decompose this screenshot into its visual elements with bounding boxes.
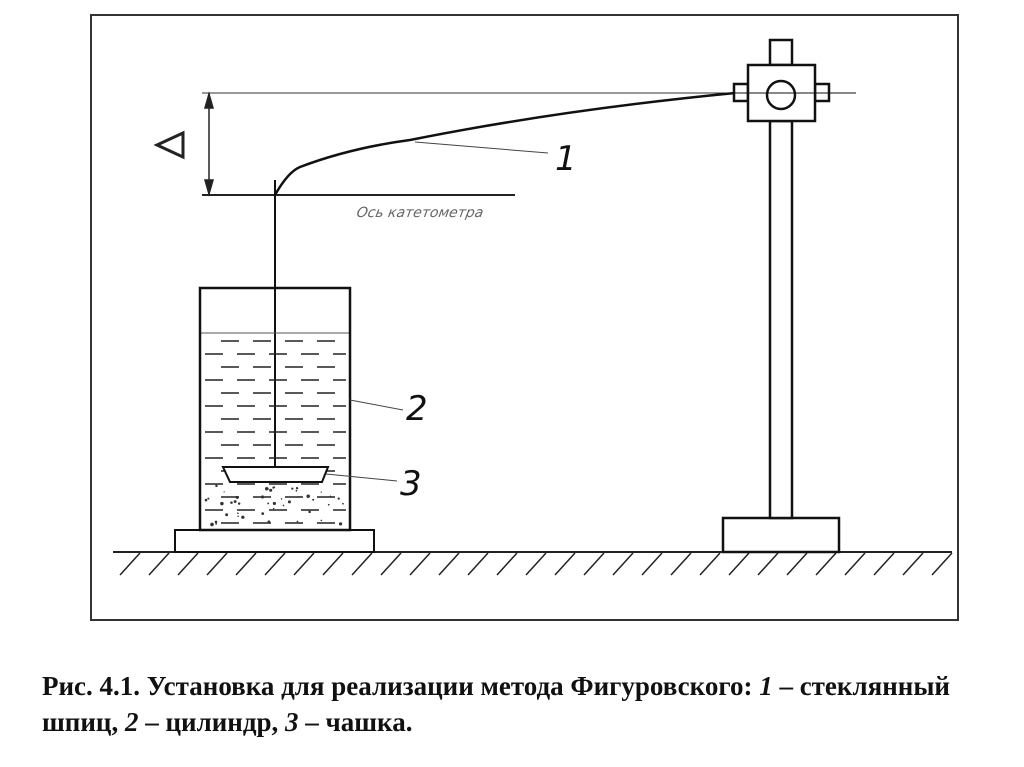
liquid-dashes (205, 340, 346, 524)
sediment-dots (204, 484, 344, 527)
part-label-3: 3 (400, 464, 422, 504)
leader-2 (349, 399, 404, 411)
cup (221, 466, 330, 483)
cylinder-base (174, 529, 375, 553)
caption-num-2: 2 (124, 707, 139, 737)
caption-text-1: – стеклянный шпиц, (42, 671, 950, 737)
caption-num-3: 3 (285, 707, 299, 737)
part-label-1: 1 (555, 139, 577, 179)
caption-num-1: 1 (759, 671, 773, 701)
cylinder (198, 286, 352, 532)
delta-dimension (204, 91, 214, 197)
figure-caption: Рис. 4.1. Установка для реализации метод… (42, 668, 1002, 740)
delta-icon (153, 130, 185, 160)
caption-text: Рис. 4.1. Установка для реализации метод… (42, 671, 760, 701)
axis-label: Ось катетометра (355, 205, 484, 221)
ground (113, 551, 953, 576)
part-label-2: 2 (406, 389, 428, 429)
caption-text-3: – чашка. (298, 707, 413, 737)
leader-1 (414, 141, 549, 154)
glass-spike (273, 91, 736, 196)
caption-text-2: – цилиндр, (138, 707, 286, 737)
kathetometer-stand (721, 38, 856, 554)
frame (90, 14, 959, 621)
leader-3 (325, 473, 398, 482)
